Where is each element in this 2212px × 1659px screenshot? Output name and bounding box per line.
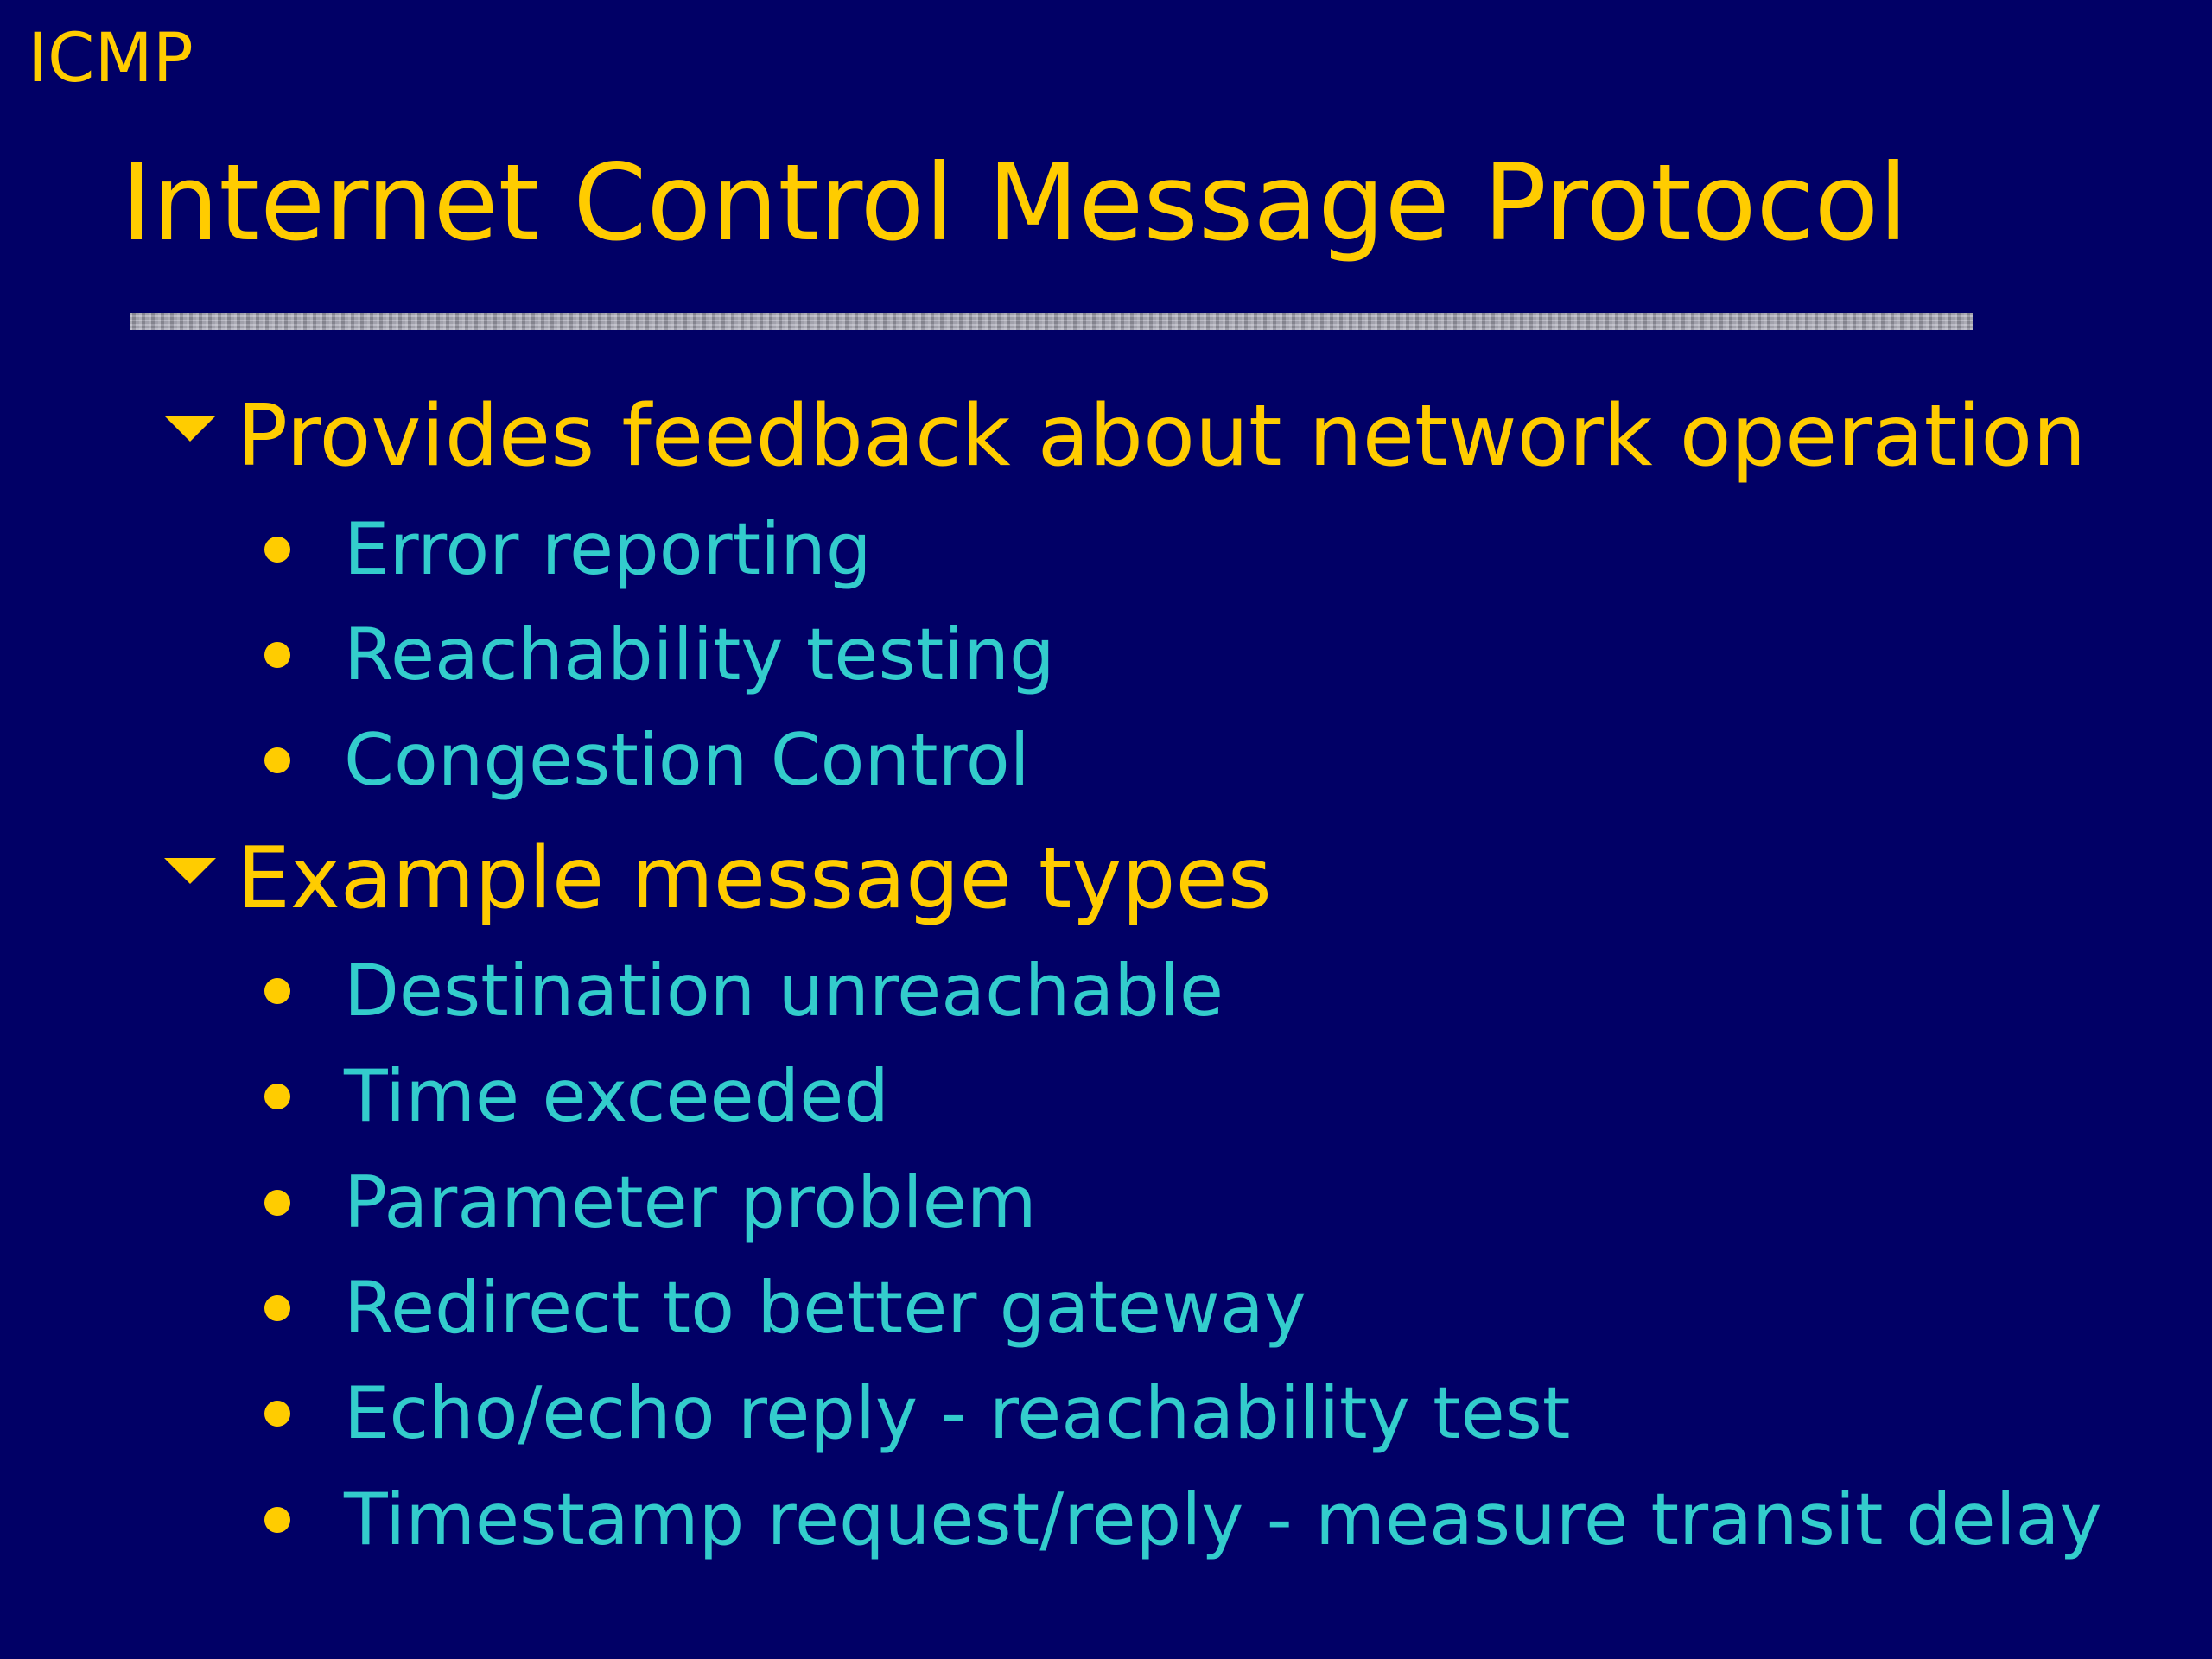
list-item-text: Time exceeded bbox=[344, 1054, 889, 1138]
dot-icon bbox=[264, 642, 290, 668]
list-item: Timestamp request/reply - measure transi… bbox=[264, 1478, 2102, 1561]
list-item: Time exceeded bbox=[264, 1055, 889, 1138]
dot-icon bbox=[264, 1190, 290, 1216]
list-item-text: Echo/echo reply - reachability test bbox=[344, 1371, 1571, 1455]
list-item-text: Redirect to better gateway bbox=[344, 1266, 1306, 1350]
list-item: Echo/echo reply - reachability test bbox=[264, 1372, 1570, 1455]
list-item-text: Congestion Control bbox=[344, 718, 1030, 802]
list-item-text: Timestamp request/reply - measure transi… bbox=[344, 1478, 2102, 1561]
title-divider bbox=[130, 313, 1973, 330]
triangle-down-icon bbox=[164, 416, 216, 442]
list-item: Error reporting bbox=[264, 508, 872, 591]
list-item-text: Destination unreachable bbox=[344, 949, 1224, 1033]
section-heading-text: Provides feedback about network operatio… bbox=[237, 387, 2087, 486]
list-item: Reachability testing bbox=[264, 613, 1055, 696]
list-item-text: Error reporting bbox=[344, 507, 872, 591]
dot-icon bbox=[264, 1084, 290, 1109]
dot-icon bbox=[264, 747, 290, 773]
list-item: Parameter problem bbox=[264, 1161, 1037, 1244]
list-item: Redirect to better gateway bbox=[264, 1267, 1306, 1350]
list-item: Destination unreachable bbox=[264, 950, 1224, 1033]
list-item: Congestion Control bbox=[264, 719, 1030, 802]
section-heading-message-types: Example message types bbox=[164, 831, 1272, 926]
list-item-text: Reachability testing bbox=[344, 613, 1055, 696]
triangle-down-icon bbox=[164, 858, 216, 884]
dot-icon bbox=[264, 1401, 290, 1427]
corner-label: ICMP bbox=[28, 20, 194, 98]
dot-icon bbox=[264, 1295, 290, 1321]
slide-title: Internet Control Message Protocol bbox=[121, 142, 1909, 264]
list-item-text: Parameter problem bbox=[344, 1160, 1037, 1244]
dot-icon bbox=[264, 537, 290, 563]
section-heading-feedback: Provides feedback about network operatio… bbox=[164, 389, 2086, 484]
dot-icon bbox=[264, 1507, 290, 1533]
dot-icon bbox=[264, 978, 290, 1004]
section-heading-text: Example message types bbox=[237, 830, 1272, 928]
